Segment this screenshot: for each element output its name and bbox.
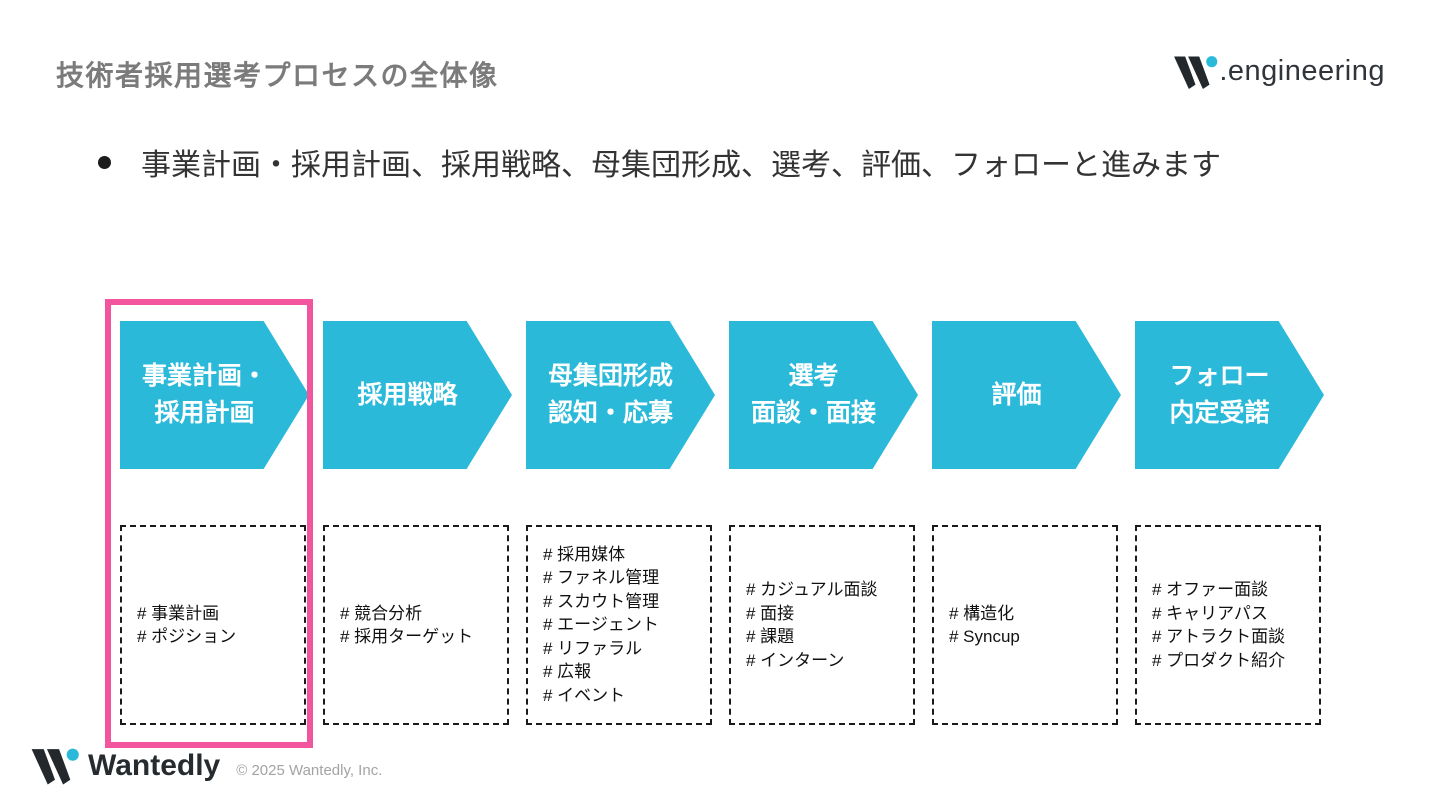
chevron-label-line: 選考 <box>788 362 839 390</box>
copyright-text: © 2025 Wantedly, Inc. <box>236 761 383 779</box>
tag-item: # プロダクト紹介 <box>1152 650 1286 670</box>
chevron-label-line: 母集団形成 <box>547 362 673 390</box>
tag-item: # 事業計画 <box>137 603 220 623</box>
brand-suffix-label: .engineering <box>1219 55 1385 87</box>
chevron-label: 選考面談・面接 <box>751 358 876 432</box>
process-step: 採用戦略 # 競合分析 # 採用ターゲット <box>323 321 512 725</box>
bullet-text: 事業計画・採用計画、採用戦略、母集団形成、選考、評価、フォローと進みます <box>141 149 1221 182</box>
tag-item: # 採用ターゲット <box>340 627 474 646</box>
tag-item: # ファネル管理 <box>543 568 660 588</box>
process-step: 事業計画・採用計画 # 事業計画 # ポジション <box>120 321 309 725</box>
highlight-box <box>105 299 313 748</box>
chevron-label: 母集団形成認知・応募 <box>548 358 673 432</box>
chevron-label-line: 評価 <box>991 380 1042 409</box>
tag-box: # 構造化 # Syncup <box>932 525 1118 725</box>
tag-item: # 課題 <box>746 627 795 646</box>
tag-item: # カジュアル面談 <box>746 580 878 599</box>
chevron-label-line: 内定受諾 <box>1169 399 1270 427</box>
tag-item: # 採用媒体 <box>543 544 626 564</box>
tag-item: # 構造化 <box>949 603 1015 623</box>
tag-item: # リファラル <box>543 638 643 658</box>
process-steps: 事業計画・採用計画 # 事業計画 # ポジション 採用戦略 # 競合分析 # 採用タ… <box>120 321 1324 725</box>
chevron-label: 採用戦略 <box>357 377 457 414</box>
tag-box: # オファー面談 # キャリアパス # アトラクト面談 # プロダクト紹介 <box>1135 525 1321 725</box>
tag-item: # 広報 <box>543 662 592 682</box>
tag-box: # 事業計画 # ポジション <box>120 525 306 725</box>
footer: Wantedly © 2025 Wantedly, Inc. <box>30 747 382 785</box>
chevron-label-line: 採用戦略 <box>357 380 458 409</box>
chevron-label: 評価 <box>991 377 1041 414</box>
page-title: 技術者採用選考プロセスの全体像 <box>56 60 499 91</box>
tag-item: # エージェント <box>543 615 659 635</box>
tag-item: # アトラクト面談 <box>1152 627 1286 646</box>
chevron-label-line: 採用計画 <box>154 399 255 427</box>
tag-item: # Syncup <box>949 627 1020 646</box>
tag-item: # 競合分析 <box>340 603 423 623</box>
chevron-label-line: 面談・面接 <box>750 399 876 427</box>
process-chevron: フォロー内定受諾 <box>1135 321 1324 469</box>
tag-item: # スカウト管理 <box>543 591 660 611</box>
chevron-label-line: フォロー <box>1169 362 1270 390</box>
tag-item: # インターン <box>746 650 845 670</box>
process-chevron: 選考面談・面接 <box>729 321 918 469</box>
tag-box: # 採用媒体 # ファネル管理 # スカウト管理 # エージェント # リファラル # 広… <box>526 525 712 725</box>
tag-item: # 面接 <box>746 603 795 623</box>
chevron-label-line: 認知・応募 <box>547 399 673 427</box>
process-step: 選考面談・面接 # カジュアル面談 # 面接 # 課題 # インターン <box>729 321 918 725</box>
wantedly-logo-icon <box>31 748 79 785</box>
process-chevron: 母集団形成認知・応募 <box>526 321 715 469</box>
process-step: 評価 # 構造化 # Syncup <box>932 321 1121 725</box>
bullet-icon <box>98 155 111 169</box>
process-step: 母集団形成認知・応募 # 採用媒体 # ファネル管理 # スカウト管理 # エージェン… <box>526 321 715 725</box>
engineering-logo: .engineering <box>1172 53 1385 89</box>
process-chevron: 採用戦略 <box>323 321 512 469</box>
chevron-label: フォロー内定受諾 <box>1169 358 1269 432</box>
tag-item: # オファー面談 <box>1152 580 1269 599</box>
wantedly-wordmark: Wantedly <box>88 749 221 782</box>
wantedly-w-icon <box>1174 56 1218 89</box>
tag-box: # 競合分析 # 採用ターゲット <box>323 525 509 725</box>
process-chevron: 事業計画・採用計画 <box>120 321 309 469</box>
tag-item: # イベント <box>543 685 626 705</box>
chevron-label-line: 事業計画・ <box>141 362 267 390</box>
process-step: フォロー内定受諾 # オファー面談 # キャリアパス # アトラクト面談 # プロダク… <box>1135 321 1324 725</box>
tag-item: # ポジション <box>137 627 237 646</box>
chevron-label: 事業計画・採用計画 <box>142 358 267 432</box>
bullet-line: 事業計画・採用計画、採用戦略、母集団形成、選考、評価、フォローと進みます <box>98 140 1221 184</box>
tag-box: # カジュアル面談 # 面接 # 課題 # インターン <box>729 525 915 725</box>
process-chevron: 評価 <box>932 321 1121 469</box>
tag-item: # キャリアパス <box>1152 603 1268 623</box>
